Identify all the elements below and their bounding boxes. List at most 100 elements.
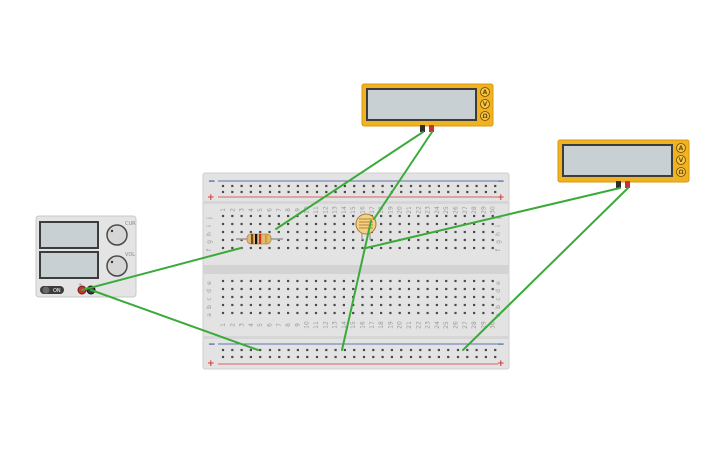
terminal-hole[interactable]: [473, 295, 476, 299]
rail-hole[interactable]: [400, 348, 403, 352]
terminal-hole[interactable]: [417, 295, 420, 299]
rail-hole[interactable]: [428, 190, 431, 194]
terminal-hole[interactable]: [445, 230, 448, 234]
terminal-hole[interactable]: [454, 238, 457, 242]
terminal-hole[interactable]: [380, 222, 383, 226]
terminal-hole[interactable]: [240, 279, 243, 283]
rail-hole[interactable]: [221, 355, 225, 359]
terminal-hole[interactable]: [491, 303, 494, 307]
terminal-hole[interactable]: [370, 303, 373, 307]
terminal-hole[interactable]: [389, 295, 392, 299]
rail-hole[interactable]: [353, 348, 356, 352]
terminal-hole[interactable]: [491, 295, 494, 299]
terminal-hole[interactable]: [361, 279, 364, 283]
terminal-hole[interactable]: [324, 279, 327, 283]
rail-hole[interactable]: [287, 348, 290, 352]
terminal-hole[interactable]: [314, 311, 318, 315]
terminal-hole[interactable]: [221, 303, 225, 307]
terminal-hole[interactable]: [398, 279, 401, 283]
terminal-hole[interactable]: [333, 295, 336, 299]
terminal-hole[interactable]: [435, 311, 438, 315]
rail-hole[interactable]: [259, 348, 262, 352]
terminal-hole[interactable]: [417, 238, 420, 242]
terminal-hole[interactable]: [333, 303, 336, 307]
terminal-hole[interactable]: [417, 214, 420, 218]
terminal-hole[interactable]: [259, 311, 262, 315]
terminal-hole[interactable]: [221, 279, 225, 283]
rail-hole[interactable]: [381, 184, 384, 188]
rail-hole[interactable]: [466, 184, 469, 188]
current-knob[interactable]: [106, 224, 128, 246]
terminal-hole[interactable]: [370, 287, 373, 291]
terminal-hole[interactable]: [352, 214, 355, 218]
terminal-hole[interactable]: [473, 287, 476, 291]
terminal-hole[interactable]: [426, 279, 429, 283]
rail-hole[interactable]: [353, 190, 356, 194]
terminal-hole[interactable]: [333, 222, 336, 226]
terminal-hole[interactable]: [231, 222, 234, 226]
multimeter-right-volt-button[interactable]: [676, 155, 686, 165]
terminal-hole[interactable]: [342, 246, 345, 250]
terminal-hole[interactable]: [231, 279, 234, 283]
terminal-hole[interactable]: [417, 230, 420, 234]
rail-hole[interactable]: [268, 184, 272, 188]
rail-hole[interactable]: [268, 190, 272, 194]
terminal-hole[interactable]: [426, 303, 429, 307]
rail-hole[interactable]: [456, 355, 460, 359]
terminal-hole[interactable]: [249, 311, 252, 315]
rail-hole[interactable]: [296, 190, 299, 194]
terminal-hole[interactable]: [352, 303, 355, 307]
terminal-hole[interactable]: [445, 295, 448, 299]
terminal-hole[interactable]: [277, 303, 280, 307]
rail-hole[interactable]: [334, 348, 337, 352]
terminal-hole[interactable]: [287, 222, 290, 226]
rail-hole[interactable]: [362, 184, 366, 188]
terminal-hole[interactable]: [491, 214, 494, 218]
terminal-hole[interactable]: [482, 303, 485, 307]
rail-hole[interactable]: [296, 184, 299, 188]
terminal-hole[interactable]: [259, 222, 262, 226]
terminal-hole[interactable]: [287, 303, 290, 307]
rail-hole[interactable]: [315, 184, 319, 188]
terminal-hole[interactable]: [482, 295, 485, 299]
rail-hole[interactable]: [334, 190, 337, 194]
rail-hole[interactable]: [381, 348, 384, 352]
terminal-hole[interactable]: [473, 230, 476, 234]
rail-hole[interactable]: [494, 355, 497, 359]
multimeter-right-ohm-button[interactable]: [676, 167, 686, 177]
terminal-hole[interactable]: [352, 279, 355, 283]
terminal-hole[interactable]: [445, 238, 448, 242]
rail-hole[interactable]: [315, 190, 319, 194]
terminal-hole[interactable]: [454, 246, 457, 250]
rail-hole[interactable]: [437, 184, 440, 188]
terminal-hole[interactable]: [333, 238, 336, 242]
terminal-hole[interactable]: [324, 303, 327, 307]
rail-hole[interactable]: [409, 348, 413, 352]
rail-hole[interactable]: [221, 190, 225, 194]
terminal-hole[interactable]: [473, 311, 476, 315]
rail-hole[interactable]: [249, 184, 252, 188]
rail-hole[interactable]: [494, 348, 497, 352]
terminal-hole[interactable]: [482, 246, 485, 250]
rail-hole[interactable]: [278, 190, 281, 194]
terminal-hole[interactable]: [333, 279, 336, 283]
terminal-hole[interactable]: [287, 279, 290, 283]
terminal-hole[interactable]: [445, 246, 448, 250]
terminal-hole[interactable]: [389, 303, 392, 307]
terminal-hole[interactable]: [426, 222, 429, 226]
rail-hole[interactable]: [259, 190, 262, 194]
rail-hole[interactable]: [372, 355, 375, 359]
terminal-hole[interactable]: [482, 230, 485, 234]
multimeter-right[interactable]: A V Ω: [557, 139, 690, 188]
terminal-hole[interactable]: [333, 246, 336, 250]
terminal-hole[interactable]: [407, 287, 411, 291]
terminal-hole[interactable]: [305, 279, 308, 283]
terminal-hole[interactable]: [249, 214, 252, 218]
terminal-hole[interactable]: [259, 230, 262, 234]
terminal-hole[interactable]: [287, 311, 290, 315]
resistor[interactable]: [236, 233, 283, 245]
terminal-hole[interactable]: [259, 214, 262, 218]
rail-hole[interactable]: [306, 355, 309, 359]
terminal-hole[interactable]: [482, 238, 485, 242]
terminal-hole[interactable]: [473, 303, 476, 307]
